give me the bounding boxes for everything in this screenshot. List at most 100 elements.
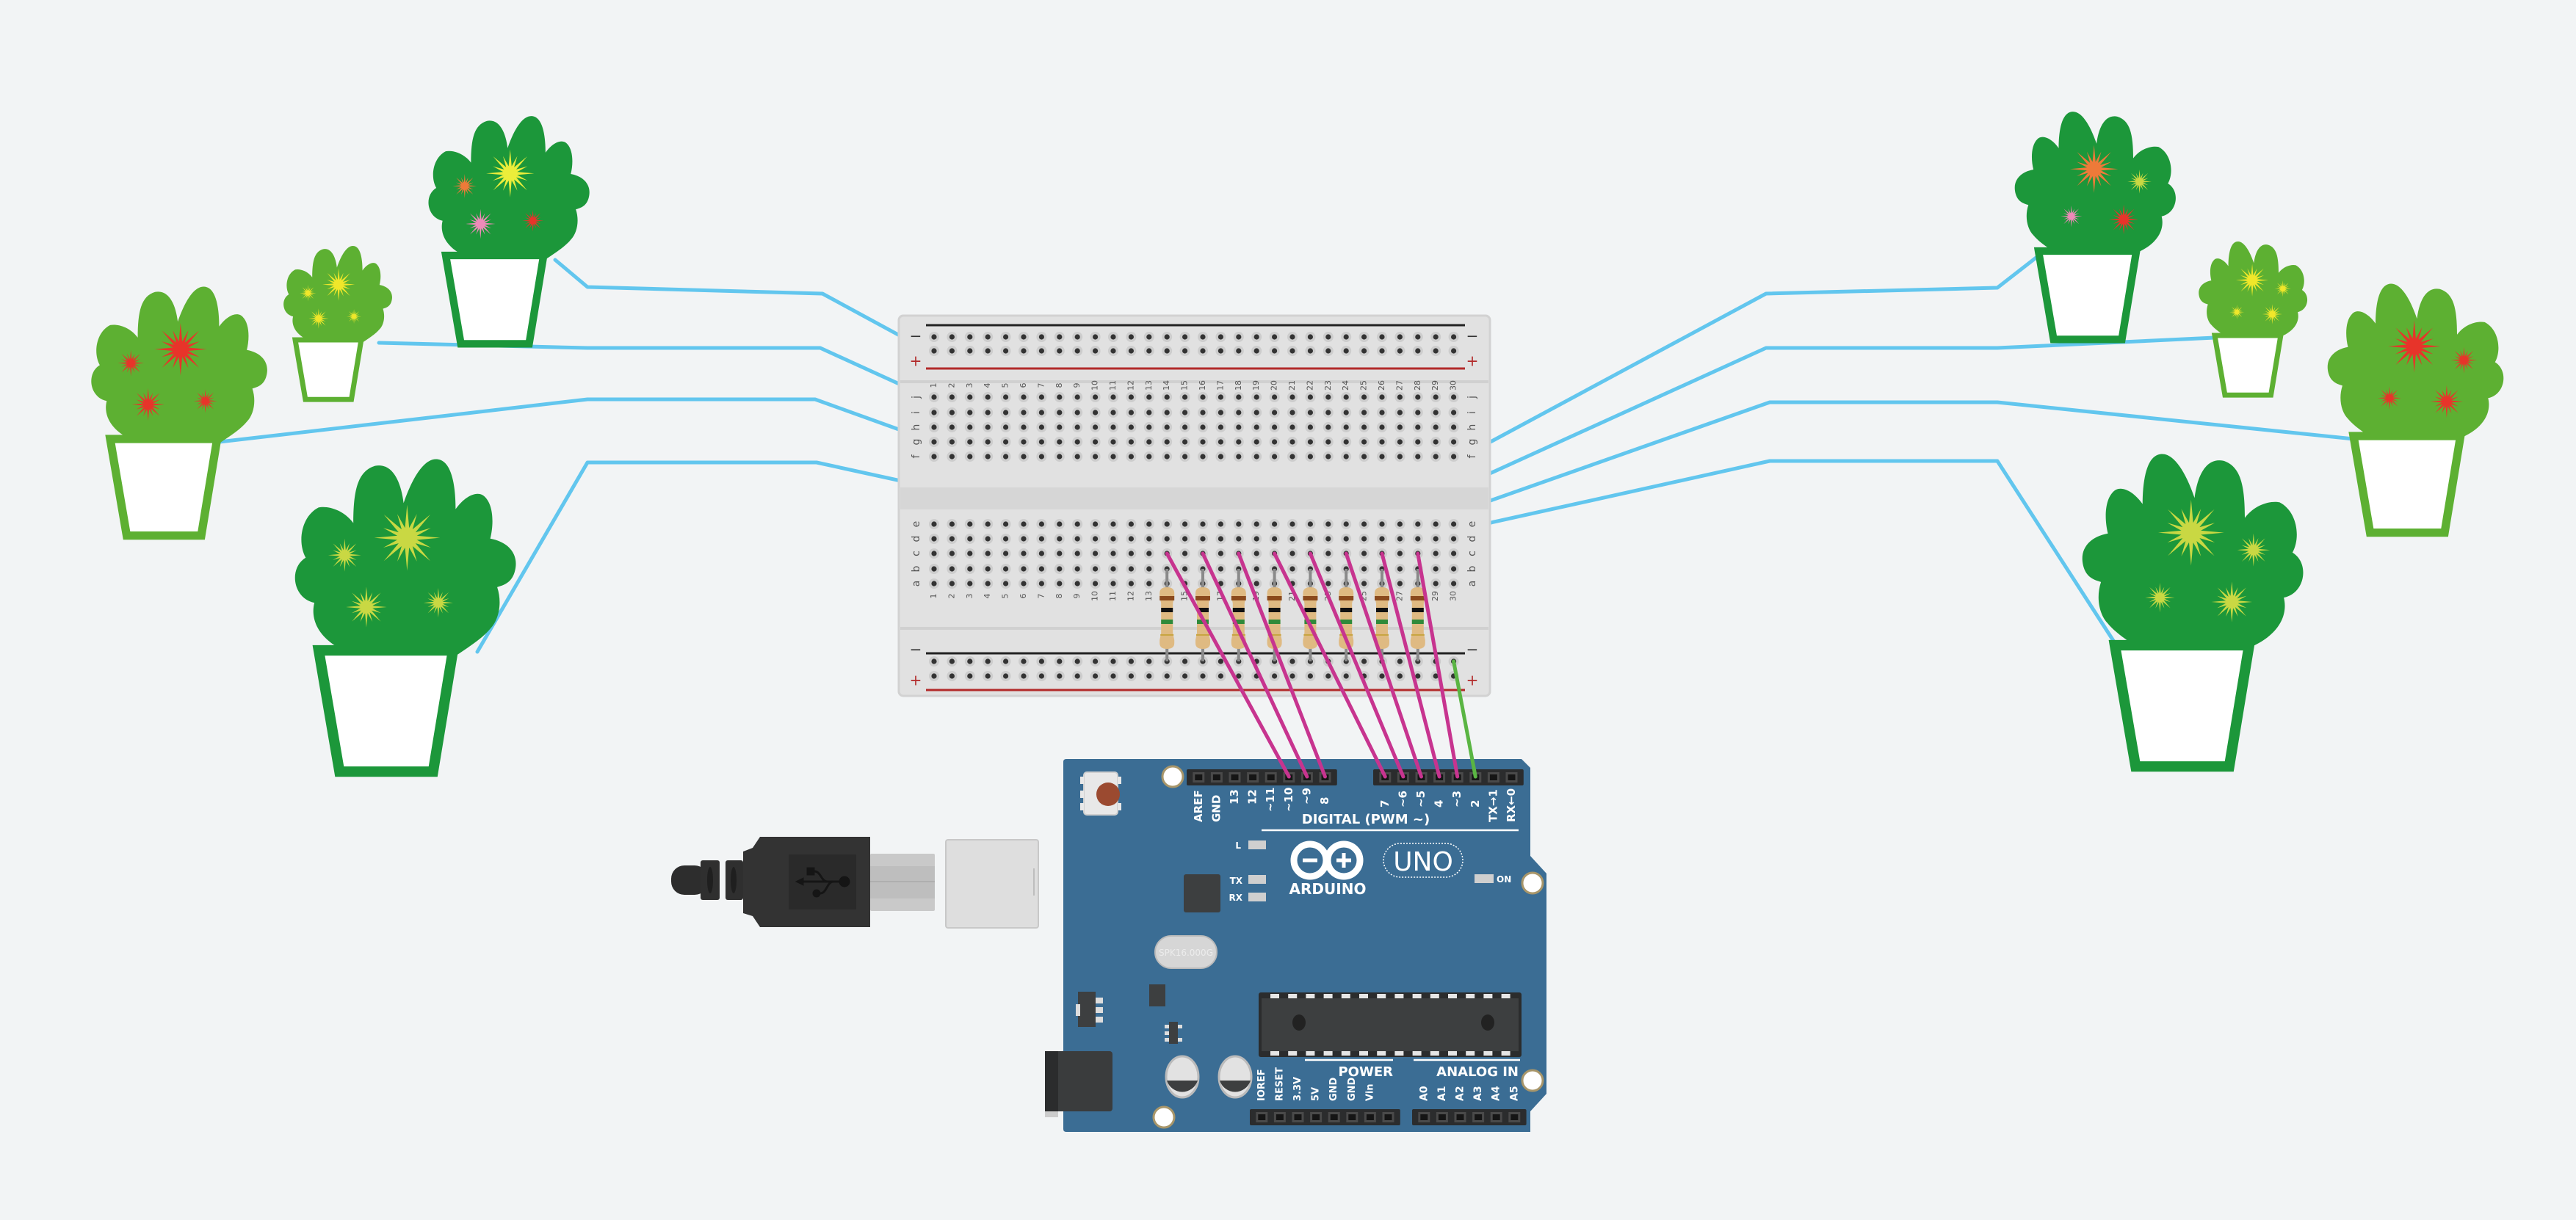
- plant-right-medium[interactable]: [2327, 283, 2504, 537]
- rail-hole[interactable]: [1305, 332, 1316, 342]
- rail-hole[interactable]: [1000, 346, 1011, 356]
- breadboard-hole[interactable]: [964, 392, 975, 402]
- breadboard-hole[interactable]: [964, 407, 975, 418]
- resistors[interactable]: [1159, 569, 1425, 661]
- breadboard-hole[interactable]: [1054, 451, 1065, 462]
- breadboard-hole[interactable]: [964, 422, 975, 432]
- breadboard-hole[interactable]: [1448, 548, 1459, 559]
- rail-hole[interactable]: [1126, 346, 1137, 356]
- rail-hole[interactable]: [983, 671, 994, 681]
- breadboard-hole[interactable]: [1072, 451, 1083, 462]
- plant-left-tiny[interactable]: [283, 245, 392, 402]
- breadboard-hole[interactable]: [1090, 451, 1101, 462]
- breadboard-hole[interactable]: [1036, 564, 1047, 574]
- breadboard-hole[interactable]: [964, 534, 975, 544]
- rail-hole[interactable]: [1287, 671, 1298, 681]
- breadboard-hole[interactable]: [1179, 422, 1190, 432]
- breadboard-hole[interactable]: [1090, 564, 1101, 574]
- breadboard-hole[interactable]: [964, 519, 975, 529]
- breadboard-hole[interactable]: [983, 392, 994, 402]
- breadboard-hole[interactable]: [1251, 437, 1262, 447]
- plant-right-tiny[interactable]: [2199, 241, 2308, 398]
- breadboard-hole[interactable]: [1036, 422, 1047, 432]
- rail-hole[interactable]: [1448, 346, 1459, 356]
- breadboard-hole[interactable]: [1358, 392, 1370, 402]
- rail-hole[interactable]: [1162, 671, 1173, 681]
- breadboard-hole[interactable]: [1233, 422, 1244, 432]
- breadboard-hole[interactable]: [1090, 548, 1101, 559]
- rail-hole[interactable]: [964, 346, 975, 356]
- breadboard-hole[interactable]: [1054, 437, 1065, 447]
- breadboard-hole[interactable]: [1341, 422, 1352, 432]
- breadboard-hole[interactable]: [983, 407, 994, 418]
- rail-hole[interactable]: [1090, 656, 1101, 667]
- breadboard-hole[interactable]: [1287, 407, 1298, 418]
- breadboard-hole[interactable]: [1287, 437, 1298, 447]
- breadboard-hole[interactable]: [1126, 437, 1137, 447]
- breadboard-hole[interactable]: [1448, 437, 1459, 447]
- rail-hole[interactable]: [1323, 332, 1334, 342]
- rail-hole[interactable]: [1072, 346, 1083, 356]
- rail-hole[interactable]: [1341, 671, 1352, 681]
- breadboard-hole[interactable]: [1000, 422, 1011, 432]
- breadboard-hole[interactable]: [1108, 548, 1118, 559]
- breadboard-hole[interactable]: [1305, 451, 1316, 462]
- breadboard-hole[interactable]: [1179, 451, 1190, 462]
- breadboard-hole[interactable]: [1448, 578, 1459, 589]
- breadboard-hole[interactable]: [1198, 519, 1208, 529]
- breadboard-hole[interactable]: [1412, 437, 1423, 447]
- breadboard-hole[interactable]: [1341, 534, 1352, 544]
- plant-right-large[interactable]: [2082, 454, 2304, 772]
- header-pin[interactable]: [1382, 1112, 1394, 1122]
- breadboard-hole[interactable]: [1054, 548, 1065, 559]
- breadboard-hole[interactable]: [929, 534, 939, 544]
- pin-wire[interactable]: [1416, 551, 1460, 779]
- breadboard-hole[interactable]: [1323, 564, 1334, 574]
- rail-hole[interactable]: [1179, 671, 1190, 681]
- breadboard-hole[interactable]: [1394, 437, 1405, 447]
- breadboard-hole[interactable]: [1251, 451, 1262, 462]
- breadboard-hole[interactable]: [1162, 407, 1173, 418]
- rail-hole[interactable]: [1019, 332, 1029, 342]
- breadboard-hole[interactable]: [1287, 564, 1298, 574]
- rail-hole[interactable]: [947, 656, 958, 667]
- breadboard-hole[interactable]: [1251, 422, 1262, 432]
- rail-hole[interactable]: [1126, 332, 1137, 342]
- breadboard-hole[interactable]: [1358, 534, 1370, 544]
- ground-wire[interactable]: [1452, 659, 1477, 779]
- breadboard-hole[interactable]: [1143, 422, 1154, 432]
- breadboard-hole[interactable]: [1305, 534, 1316, 544]
- breadboard-hole[interactable]: [947, 407, 958, 418]
- rail-hole[interactable]: [1412, 332, 1423, 342]
- breadboard-hole[interactable]: [1394, 422, 1405, 432]
- rail-hole[interactable]: [1448, 332, 1459, 342]
- rail-hole[interactable]: [929, 332, 939, 342]
- breadboard-hole[interactable]: [1126, 407, 1137, 418]
- breadboard-hole[interactable]: [1394, 564, 1405, 574]
- breadboard-hole[interactable]: [1215, 534, 1226, 544]
- sensor-wire[interactable]: [1380, 400, 2356, 541]
- rail-hole[interactable]: [1198, 346, 1208, 356]
- breadboard-hole[interactable]: [1036, 407, 1047, 418]
- rail-hole[interactable]: [964, 332, 975, 342]
- breadboard-hole[interactable]: [1054, 578, 1065, 589]
- breadboard-hole[interactable]: [1000, 578, 1011, 589]
- power-header[interactable]: [1250, 1109, 1400, 1125]
- breadboard-hole[interactable]: [983, 437, 994, 447]
- breadboard-hole[interactable]: [1072, 407, 1083, 418]
- breadboard-hole[interactable]: [1269, 437, 1280, 447]
- breadboard-hole[interactable]: [947, 437, 958, 447]
- header-pin[interactable]: [1328, 1112, 1340, 1122]
- breadboard-hole[interactable]: [1143, 519, 1154, 529]
- rail-hole[interactable]: [1233, 346, 1244, 356]
- rail-hole[interactable]: [1072, 656, 1083, 667]
- breadboard-hole[interactable]: [947, 548, 958, 559]
- resistor[interactable]: [1375, 569, 1389, 661]
- rail-hole[interactable]: [1072, 671, 1083, 681]
- rail-hole[interactable]: [1358, 346, 1370, 356]
- sensor-wire[interactable]: [1308, 255, 2039, 541]
- breadboard-hole[interactable]: [1251, 534, 1262, 544]
- plant-right-small-top[interactable]: [2014, 112, 2176, 344]
- breadboard-hole[interactable]: [1341, 451, 1352, 462]
